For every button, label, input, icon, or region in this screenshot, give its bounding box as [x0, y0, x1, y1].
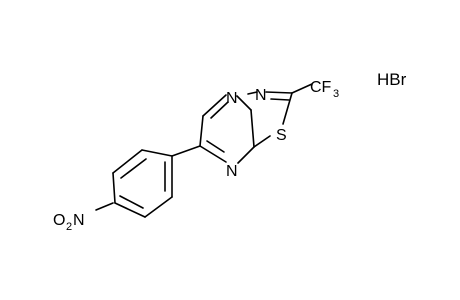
nitro-oxygen-label: O: [53, 212, 65, 229]
imidazole-ring: [199, 94, 255, 164]
thiadiazole-nitrogen-label: N: [255, 87, 267, 104]
aryl-link-bond: [171, 145, 201, 157]
bridge-nitrogen-label: N: [226, 90, 238, 107]
cf3-subscript: 3: [333, 88, 339, 100]
imidazole-nitrogen-label: N: [226, 163, 238, 180]
sulfur-label: S: [276, 127, 287, 144]
cf3-bond: [291, 83, 313, 94]
benzene-ring: [112, 149, 173, 218]
thiadiazole-ring: [236, 91, 293, 148]
cf3-label: CF: [310, 79, 332, 96]
nitro-bond: [95, 202, 114, 211]
salt-label: HBr: [377, 70, 407, 89]
nitro-nitrogen-label: N: [73, 212, 85, 229]
nitro-subscript: 2: [66, 221, 72, 233]
